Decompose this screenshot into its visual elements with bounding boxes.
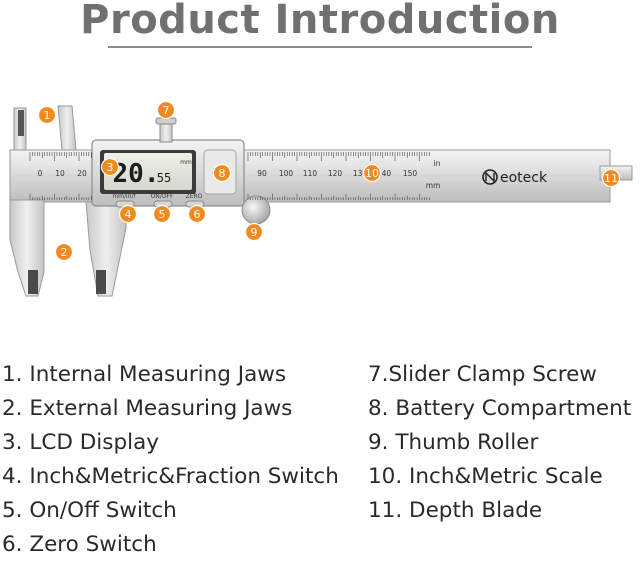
scale-tick-150: 150 bbox=[403, 169, 418, 178]
part-item-3: 3. LCD Display bbox=[2, 430, 159, 455]
marker-11: 11 bbox=[601, 168, 621, 188]
measurement-scale: 0 10 20 90 100 110 120 130 140 150 mm in bbox=[29, 152, 441, 200]
part-item-4: 4. Inch&Metric&Fraction Switch bbox=[2, 464, 339, 489]
part-item-8: 8. Battery Compartment bbox=[368, 396, 632, 421]
marker-5: 5 bbox=[152, 204, 172, 224]
part-item-2: 2. External Measuring Jaws bbox=[2, 396, 293, 421]
slider-clamp-screw[interactable] bbox=[159, 121, 173, 143]
marker-label: 8 bbox=[219, 167, 226, 180]
marker-label: 6 bbox=[194, 208, 201, 221]
part-item-5: 5. On/Off Switch bbox=[2, 498, 177, 523]
marker-label: 11 bbox=[604, 172, 618, 185]
lcd-screen bbox=[104, 153, 192, 190]
marker-label: 3 bbox=[107, 161, 114, 174]
marker-4: 4 bbox=[118, 204, 138, 224]
scale-unit-mm: mm bbox=[426, 181, 441, 190]
scale-tick-10: 10 bbox=[55, 169, 65, 178]
scale-tick-20: 20 bbox=[77, 169, 87, 178]
marker-label: 2 bbox=[61, 246, 68, 259]
parts-list-right: 7.Slider Clamp Screw 8. Battery Compartm… bbox=[368, 358, 631, 528]
caliper-illustration: 20. 55 mm mm/in/f ON/OFF ZERO 0 10 20 90… bbox=[9, 100, 633, 297]
power-button-label: ON/OFF bbox=[151, 193, 174, 200]
brand-name: eoteck bbox=[500, 170, 548, 186]
marker-8: 8 bbox=[212, 163, 232, 183]
scale-tick-100: 100 bbox=[279, 169, 294, 178]
part-item-9: 9. Thumb Roller bbox=[368, 430, 539, 455]
marker-label: 5 bbox=[159, 208, 166, 221]
sliding-jaw bbox=[57, 105, 127, 297]
title-underline bbox=[108, 46, 532, 48]
scale-tick-120: 120 bbox=[328, 169, 343, 178]
part-item-7: 7.Slider Clamp Screw bbox=[368, 362, 597, 387]
marker-7: 7 bbox=[156, 100, 176, 120]
fixed-jaw bbox=[9, 107, 45, 297]
scale-tick-90: 90 bbox=[257, 169, 267, 178]
marker-2: 2 bbox=[54, 242, 74, 262]
marker-6: 6 bbox=[187, 204, 207, 224]
lcd-value: 20. bbox=[113, 159, 160, 189]
lcd-decimals: 55 bbox=[157, 171, 171, 185]
scale-tick-110: 110 bbox=[303, 169, 318, 178]
marker-label: 9 bbox=[251, 226, 258, 239]
marker-9: 9 bbox=[244, 222, 264, 242]
scale-tick-140: 140 bbox=[377, 169, 392, 178]
part-item-6: 6. Zero Switch bbox=[2, 532, 157, 557]
zero-button-label: ZERO bbox=[186, 193, 203, 200]
scale-unit-in: in bbox=[434, 159, 441, 168]
marker-label: 10 bbox=[365, 167, 379, 180]
page-title: Product Introduction bbox=[80, 0, 560, 43]
mode-button-label: mm/in/f bbox=[112, 193, 136, 200]
part-item-10: 10. Inch&Metric Scale bbox=[368, 464, 603, 489]
marker-3: 3 bbox=[100, 157, 120, 177]
lcd-unit: mm bbox=[180, 159, 192, 166]
marker-label: 1 bbox=[44, 109, 51, 122]
part-item-1: 1. Internal Measuring Jaws bbox=[2, 362, 287, 387]
marker-1: 1 bbox=[37, 105, 57, 125]
marker-label: 7 bbox=[163, 104, 170, 117]
scale-tick-130: 130 bbox=[353, 169, 368, 178]
parts-list-left: 1. Internal Measuring Jaws 2. External M… bbox=[2, 358, 339, 562]
marker-10: 10 bbox=[362, 163, 382, 183]
scale-tick-0: 0 bbox=[38, 169, 43, 178]
thumb-roller[interactable] bbox=[241, 195, 271, 225]
part-item-11: 11. Depth Blade bbox=[368, 498, 543, 523]
marker-label: 4 bbox=[125, 208, 132, 221]
brand-logo: eoteck bbox=[482, 169, 548, 186]
